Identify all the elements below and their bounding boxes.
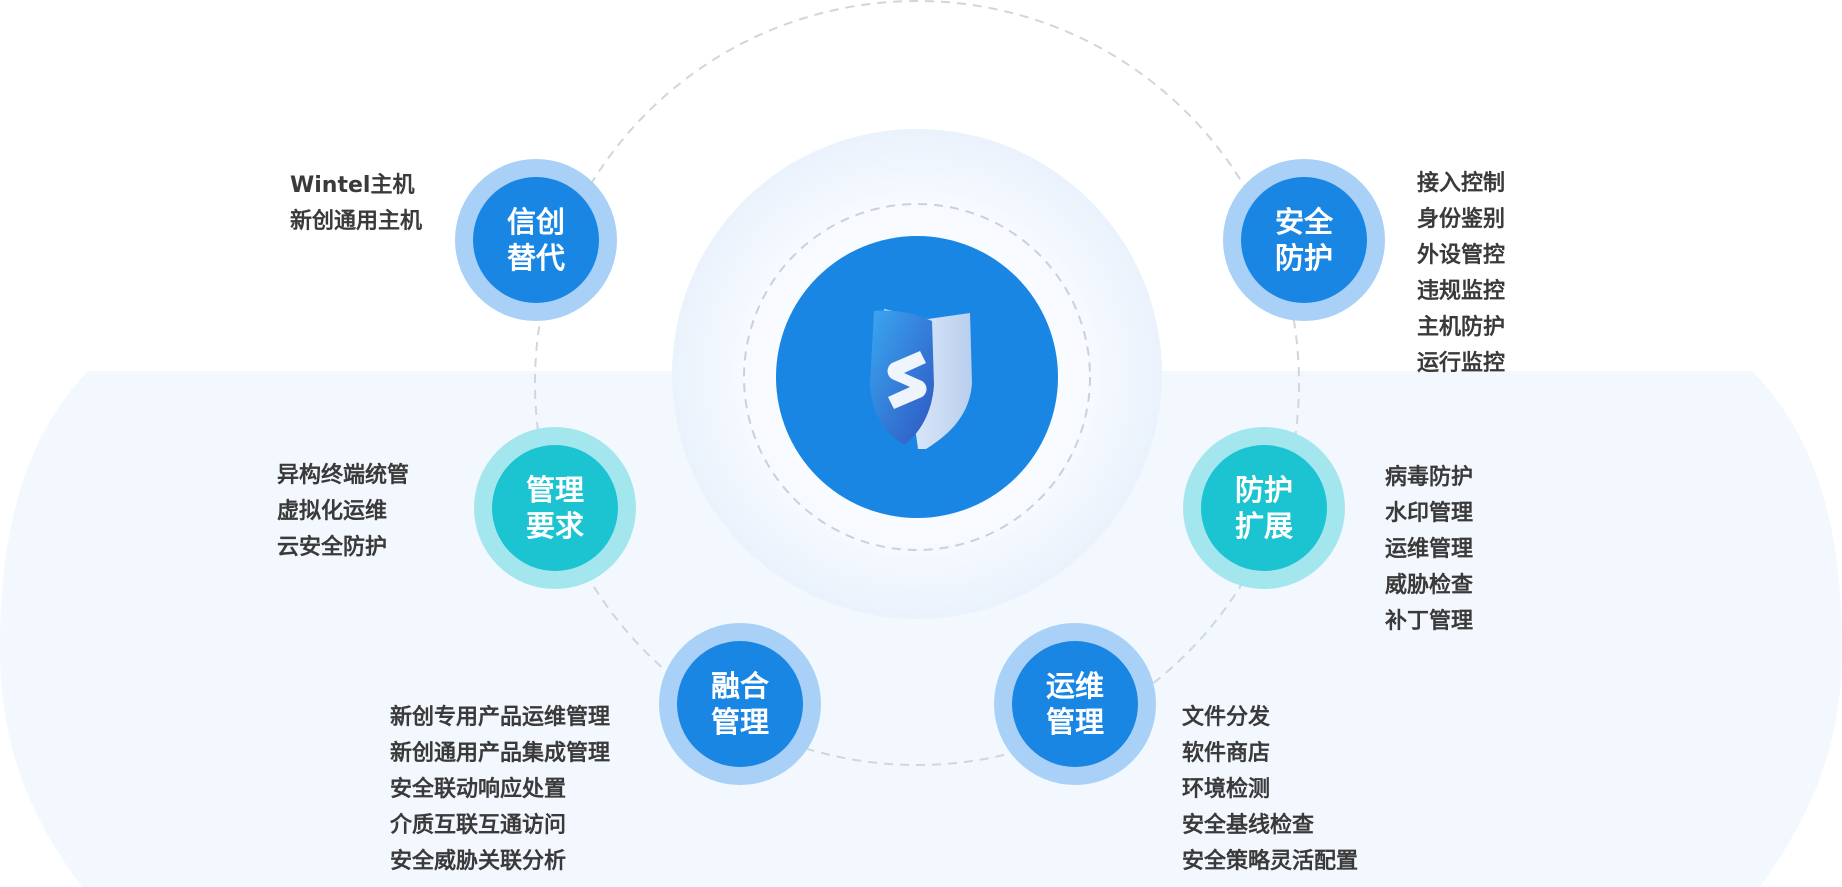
list-item: 虚拟化运维	[277, 499, 388, 524]
list-item: 水印管理	[1385, 501, 1474, 526]
list-item: 运行监控	[1417, 351, 1506, 376]
node-operations-line1: 运维	[1045, 669, 1104, 703]
list-item: Wintel主机	[290, 173, 415, 198]
list-item: 病毒防护	[1385, 465, 1474, 490]
node-operations: 运维 管理	[994, 623, 1156, 785]
node-extension: 防护 扩展	[1183, 427, 1345, 589]
node-extension-line2: 扩展	[1234, 509, 1293, 543]
list-item: 运维管理	[1385, 537, 1474, 562]
list-item: 补丁管理	[1385, 609, 1474, 634]
list-item: 新创专用产品运维管理	[390, 705, 611, 730]
list-item: 新创通用产品集成管理	[390, 741, 611, 766]
node-extension-line1: 防护	[1234, 473, 1293, 507]
node-management: 管理 要求	[474, 427, 636, 589]
node-fusion-line2: 管理	[710, 705, 769, 739]
list-item: 违规监控	[1417, 279, 1506, 304]
list-item: 新创通用主机	[290, 209, 423, 234]
list-operations: 文件分发 软件商店 环境检测 安全基线检查 安全策略灵活配置	[1182, 700, 1358, 880]
node-security: 安全 防护	[1223, 159, 1385, 321]
list-item: 主机防护	[1417, 315, 1506, 340]
list-item: 安全联动响应处置	[390, 777, 567, 802]
node-fusion-inner: 融合 管理	[677, 641, 803, 767]
node-extension-inner: 防护 扩展	[1201, 445, 1327, 571]
background-band	[0, 371, 1842, 887]
list-xinchuang: Wintel主机 新创通用主机	[290, 168, 422, 240]
list-item: 软件商店	[1182, 741, 1271, 766]
node-security-line1: 安全	[1274, 205, 1333, 239]
node-operations-line2: 管理	[1045, 705, 1104, 739]
list-fusion: 新创专用产品运维管理 新创通用产品集成管理 安全联动响应处置 介质互联互通访问 …	[390, 700, 610, 880]
list-item: 安全基线检查	[1182, 813, 1315, 838]
list-item: 介质互联互通访问	[390, 813, 567, 838]
node-management-line2: 要求	[525, 509, 584, 543]
node-security-line2: 防护	[1274, 241, 1333, 275]
list-extension: 病毒防护 水印管理 运维管理 威胁检查 补丁管理	[1385, 460, 1473, 640]
shield-s-icon	[870, 309, 972, 449]
node-security-inner: 安全 防护	[1241, 177, 1367, 303]
list-item: 威胁检查	[1385, 573, 1474, 598]
list-item: 身份鉴别	[1417, 207, 1506, 232]
outer-orbit	[534, 0, 1300, 766]
node-fusion-line1: 融合	[710, 669, 769, 703]
list-item: 安全威胁关联分析	[390, 849, 567, 874]
node-xinchuang-inner: 信创 替代	[473, 177, 599, 303]
list-security: 接入控制 身份鉴别 外设管控 违规监控 主机防护 运行监控	[1417, 166, 1505, 382]
node-fusion: 融合 管理	[659, 623, 821, 785]
inner-orbit	[743, 203, 1091, 551]
list-item: 接入控制	[1417, 171, 1506, 196]
node-management-inner: 管理 要求	[492, 445, 618, 571]
list-item: 环境检测	[1182, 777, 1271, 802]
list-item: 文件分发	[1182, 705, 1271, 730]
node-operations-inner: 运维 管理	[1012, 641, 1138, 767]
list-item: 外设管控	[1417, 243, 1506, 268]
list-item: 异构终端统管	[277, 463, 410, 488]
node-management-line1: 管理	[525, 473, 584, 507]
node-xinchuang-line1: 信创	[506, 205, 565, 239]
list-item: 安全策略灵活配置	[1182, 849, 1359, 874]
list-management: 异构终端统管 虚拟化运维 云安全防护	[277, 458, 409, 566]
node-xinchuang: 信创 替代	[455, 159, 617, 321]
list-item: 云安全防护	[277, 535, 388, 560]
node-xinchuang-line2: 替代	[506, 241, 565, 275]
